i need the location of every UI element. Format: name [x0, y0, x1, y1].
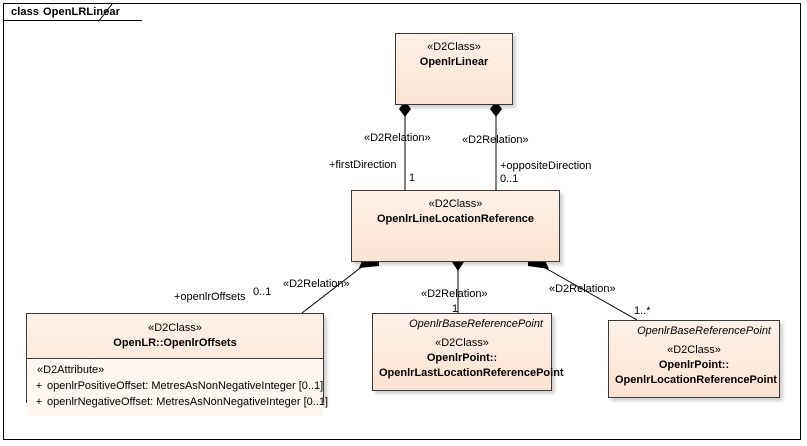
relation-role-first-direction: +firstDirection [329, 159, 397, 171]
attribute-text: openlrPositiveOffset: MetresAsNonNegativ… [47, 379, 324, 392]
attribute-row: + openlrPositiveOffset: MetresAsNonNegat… [31, 379, 323, 395]
relation-stereotype-opposite-direction: «D2Relation» [462, 134, 529, 146]
diagram-title-keyword: class [11, 6, 40, 18]
relation-multiplicity-last-location-reference-point: 1 [452, 303, 459, 315]
relation-multiplicity-location-reference-point: 1..* [634, 305, 651, 317]
class-name: OpenlrLinear [419, 55, 489, 68]
relation-stereotype-openlr-offsets: «D2Relation» [283, 278, 350, 290]
class-box-openlr-line-location-reference[interactable]: «D2Class» OpenlrLineLocationReference [351, 190, 560, 262]
relation-multiplicity-first-direction: 1 [409, 172, 416, 184]
attribute-compartment: «D2Attribute» + openlrPositiveOffset: Me… [27, 358, 328, 416]
relation-multiplicity-openlr-offsets: 0..1 [253, 286, 272, 298]
class-namespace: OpenlrPoint:: [426, 352, 498, 365]
class-parent-label: OpenlrBaseReferencePoint [409, 318, 543, 330]
relation-role-openlr-offsets: +openlrOffsets [174, 291, 246, 303]
class-parent-label: OpenlrBaseReferencePoint [637, 325, 771, 337]
class-box-openlr-last-location-reference-point[interactable]: OpenlrBaseReferencePoint «D2Class» Openl… [372, 313, 564, 391]
class-stereotype: «D2Class» [428, 198, 483, 210]
class-name: OpenlrLocationReferencePoint [615, 373, 777, 386]
diagram-frame [3, 3, 801, 440]
attribute-stereotype: «D2Attribute» [37, 363, 105, 376]
class-namespace: OpenlrPoint:: [658, 359, 730, 372]
class-box-openlr-location-reference-point[interactable]: OpenlrBaseReferencePoint «D2Class» Openl… [608, 320, 780, 398]
relation-stereotype-location-reference-point: «D2Relation» [549, 283, 616, 295]
attribute-visibility: + [35, 379, 43, 392]
attribute-text: openlrNegativeOffset: MetresAsNonNegativ… [47, 395, 329, 408]
class-box-openlr-linear[interactable]: «D2Class» OpenlrLinear [395, 33, 513, 105]
attribute-visibility: + [35, 395, 43, 408]
class-box-openlr-offsets[interactable]: «D2Class» OpenLR::OpenlrOffsets «D2Attri… [26, 313, 328, 416]
diagram-title-tab: class OpenLRLinear [3, 3, 143, 21]
class-stereotype: «D2Class» [667, 344, 721, 357]
diagram-title-name: OpenLRLinear [43, 6, 121, 18]
class-name: OpenlrLineLocationReference [376, 212, 535, 225]
class-name: OpenlrLastLocationReferencePoint [379, 366, 564, 379]
relation-stereotype-last-location-reference-point: «D2Relation» [421, 288, 488, 300]
class-stereotype: «D2Class» [148, 322, 202, 334]
compartment-divider [27, 357, 323, 359]
relation-role-opposite-direction: +oppositeDirection [500, 160, 592, 172]
class-stereotype: «D2Class» [427, 41, 481, 53]
class-stereotype: «D2Class» [435, 337, 489, 350]
class-name: OpenLR::OpenlrOffsets [113, 336, 237, 349]
attribute-row: + openlrNegativeOffset: MetresAsNonNegat… [31, 395, 328, 411]
relation-multiplicity-opposite-direction: 0..1 [500, 173, 519, 185]
relation-stereotype-first-direction: «D2Relation» [364, 132, 431, 144]
